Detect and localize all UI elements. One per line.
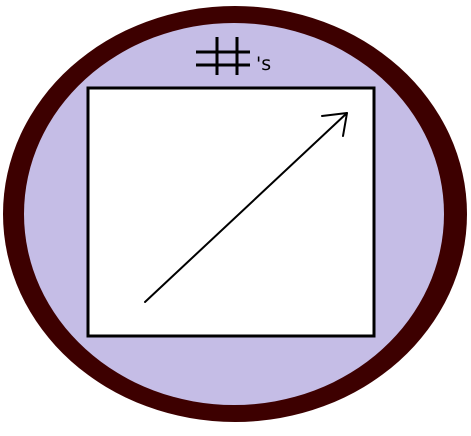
badge-suffix-text: 's	[256, 53, 271, 75]
arrow-shaft	[144, 112, 348, 303]
hash-grid-icon	[196, 37, 250, 75]
arrow-head	[321, 112, 348, 137]
content-panel	[86, 86, 376, 338]
diagonal-arrow-icon	[144, 112, 348, 303]
